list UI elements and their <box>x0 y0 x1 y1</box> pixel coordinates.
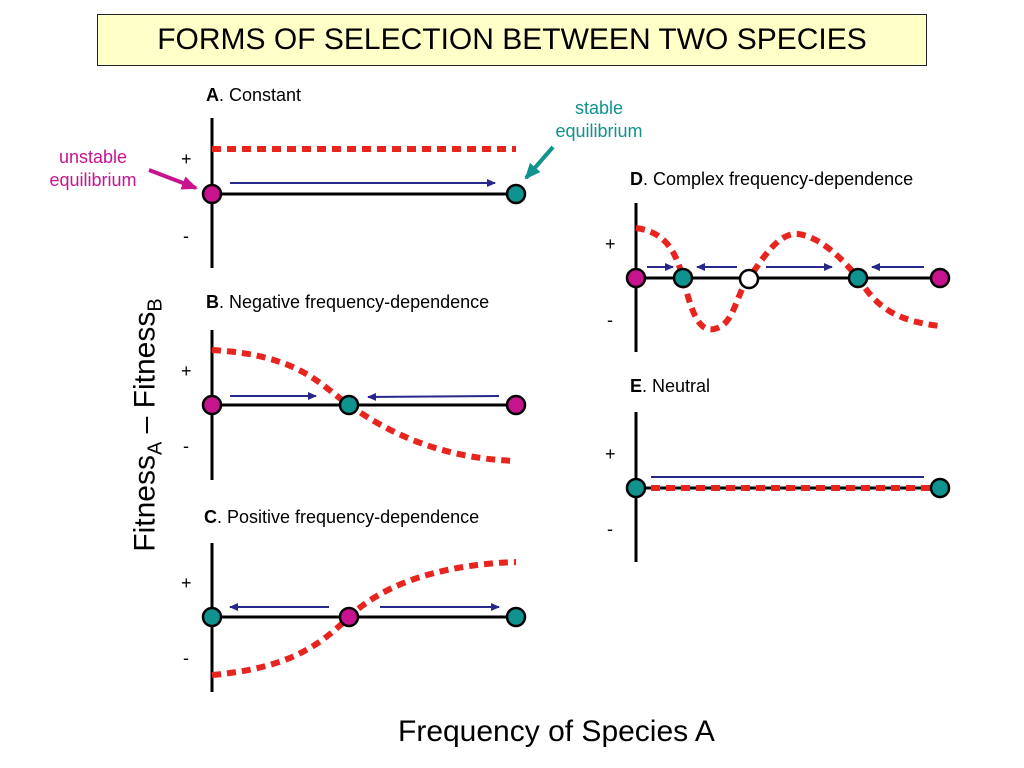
stable-line-2: equilibrium <box>555 121 643 141</box>
panel-d-stable-point-1 <box>672 267 694 289</box>
panel-c-minus: - <box>183 648 189 668</box>
panel-b-arrow-left <box>367 392 500 401</box>
panel-b-name: . Negative frequency-dependence <box>219 292 490 312</box>
unstable-annotation-arrow <box>148 168 198 190</box>
panel-e <box>625 412 951 562</box>
panel-a-label: A. Constant <box>206 85 301 106</box>
unstable-line-2: equilibrium <box>49 170 137 190</box>
panel-e-plus: + <box>605 444 616 464</box>
panel-b-minus: - <box>183 436 189 456</box>
panel-b-letter: B <box>206 292 219 312</box>
panel-e-stable-point-right <box>929 477 951 499</box>
panel-a-minus: - <box>183 226 189 246</box>
panel-a-name: . Constant <box>219 85 302 105</box>
panel-a-stable-point <box>505 183 527 205</box>
panel-d-name: . Complex frequency-dependence <box>643 169 914 189</box>
panel-b-stable-point <box>338 394 360 416</box>
panel-d-unstable-point-right <box>929 267 951 289</box>
page-title: FORMS OF SELECTION BETWEEN TWO SPECIES <box>97 14 927 66</box>
panel-d-minus: - <box>607 310 613 330</box>
panel-e-stable-point-left <box>625 477 647 499</box>
panel-b-label: B. Negative frequency-dependence <box>206 292 489 313</box>
panel-a-letter: A <box>206 85 219 105</box>
panel-b-unstable-point-left <box>201 394 223 416</box>
panel-c-letter: C <box>204 507 217 527</box>
panel-b-plus: + <box>181 361 192 381</box>
panel-c-stable-point-right <box>505 606 527 628</box>
x-axis-label: Frequency of Species A <box>398 715 715 748</box>
panel-d-stable-point-2 <box>847 267 869 289</box>
panel-b <box>201 330 527 480</box>
panel-c-name: . Positive frequency-dependence <box>217 507 480 527</box>
panel-d-neutral-point <box>738 268 760 290</box>
panel-d-label: D. Complex frequency-dependence <box>630 169 913 190</box>
unstable-line-1: unstable <box>58 147 128 167</box>
panel-d-plus: + <box>605 234 616 254</box>
panel-b-unstable-point-right <box>505 394 527 416</box>
panel-d-letter: D <box>630 169 643 189</box>
panel-a-plus: + <box>181 149 192 169</box>
panel-a-unstable-point <box>201 183 223 205</box>
panel-d-unstable-point-left <box>625 267 647 289</box>
panel-e-letter: E <box>630 376 643 396</box>
panel-e-name: . Neutral <box>642 376 711 396</box>
panel-c <box>201 543 527 692</box>
panel-d <box>625 203 951 352</box>
panel-e-label: E. Neutral <box>630 376 710 397</box>
panel-a <box>201 118 527 268</box>
unstable-equilibrium-annotation: unstable equilibrium <box>28 146 158 192</box>
panel-c-stable-point-left <box>201 606 223 628</box>
panel-e-minus: - <box>607 519 613 539</box>
stable-line-1: stable <box>574 98 624 118</box>
stable-equilibrium-annotation: stable equilibrium <box>534 97 664 143</box>
stable-annotation-arrow <box>524 145 555 180</box>
panel-c-label: C. Positive frequency-dependence <box>204 507 479 528</box>
panel-c-unstable-point <box>338 606 360 628</box>
panel-c-plus: + <box>181 573 192 593</box>
